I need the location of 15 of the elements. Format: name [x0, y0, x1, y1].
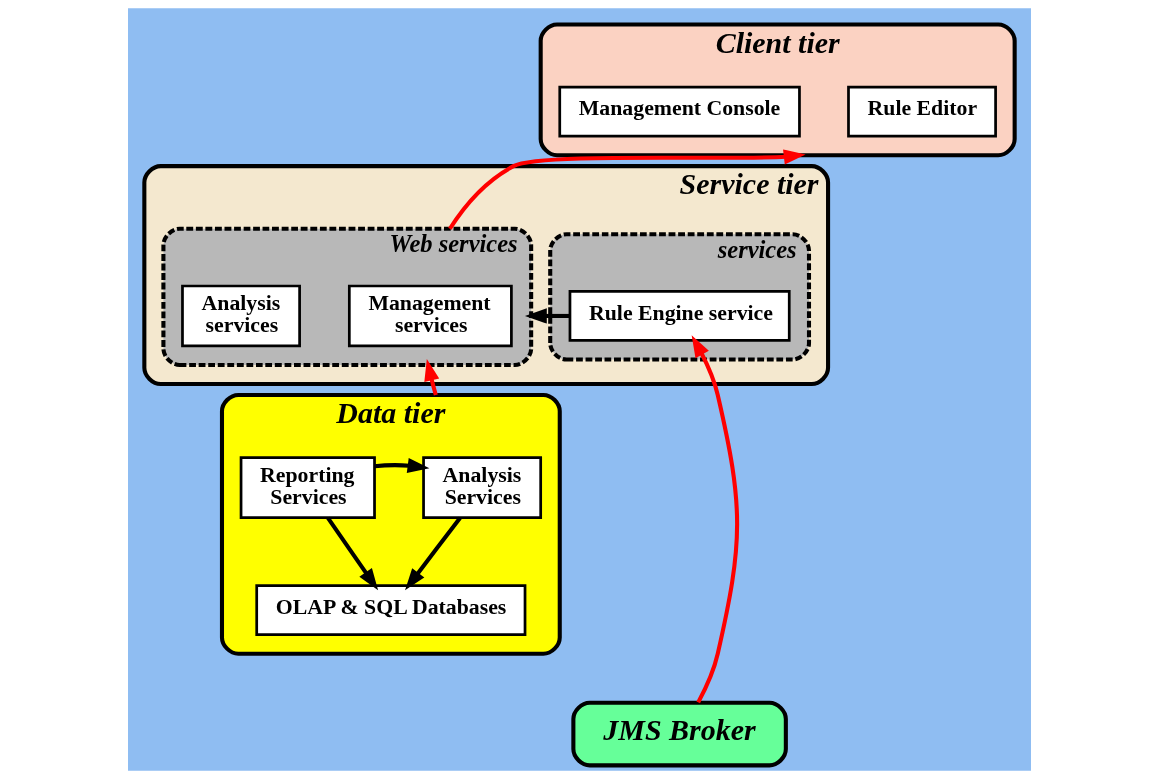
node-box: Analysis Services — [422, 456, 543, 519]
node-box: Analysis services — [181, 284, 301, 348]
node-box: Reporting Services — [239, 456, 376, 519]
node-box: JMS Broker — [571, 700, 788, 768]
node-box: OLAP & SQL Databases — [255, 584, 527, 636]
arrow — [691, 335, 740, 704]
arrow — [326, 516, 379, 591]
node-box: Management services — [347, 284, 513, 348]
arrow — [448, 149, 806, 230]
arrow — [524, 308, 570, 324]
node-box: Rule Engine service — [568, 290, 791, 342]
arrow — [374, 457, 430, 474]
arrow — [405, 516, 462, 591]
node-box: Management Console — [558, 85, 801, 138]
node-box: Rule Editor — [847, 85, 997, 138]
